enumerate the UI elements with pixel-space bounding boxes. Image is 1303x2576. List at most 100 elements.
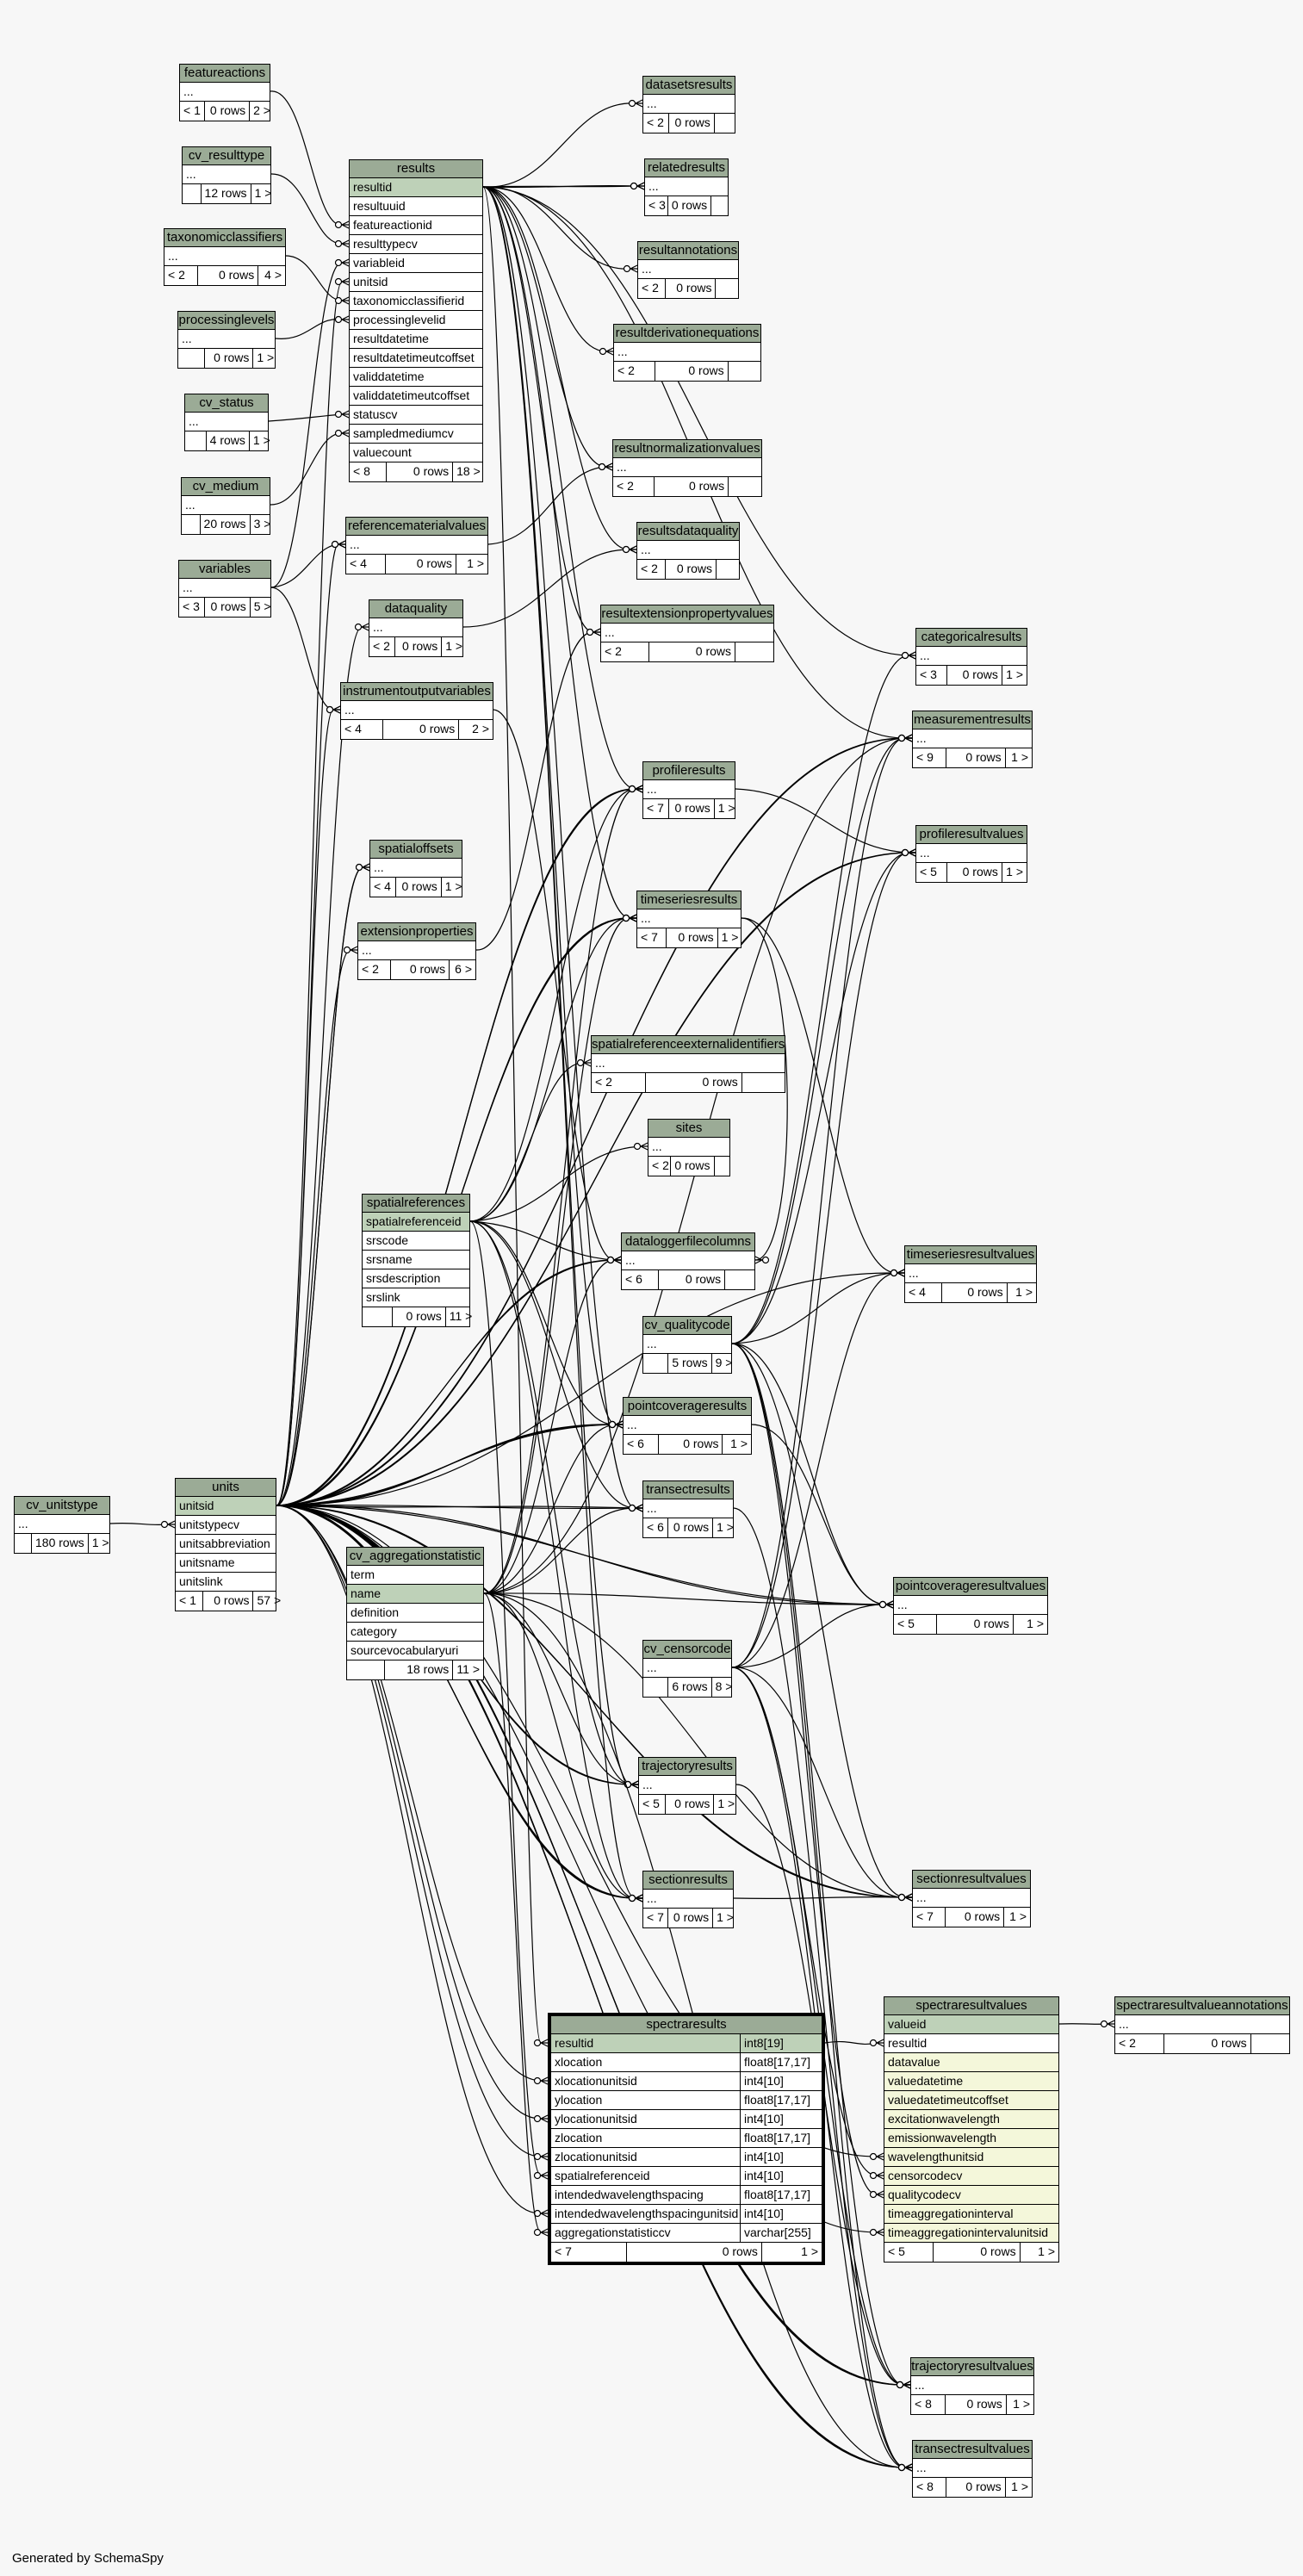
table-title[interactable]: variables (179, 561, 270, 579)
parent-count[interactable] (643, 1354, 668, 1373)
child-count[interactable]: 1 > (717, 1910, 734, 1924)
column-row[interactable]: spatialreferenceid (363, 1213, 469, 1232)
column-row[interactable]: valuecount (350, 444, 482, 462)
column-row[interactable]: valuedatetimeutcoffset (884, 2091, 1058, 2110)
column-row[interactable]: name (347, 1585, 483, 1604)
column-row[interactable]: ... (370, 859, 462, 878)
column-row[interactable]: ... (15, 1515, 109, 1534)
parent-count[interactable]: < 2 (638, 279, 667, 298)
parent-count[interactable]: < 2 (613, 477, 655, 496)
column-row[interactable]: ... (178, 330, 275, 349)
parent-count[interactable]: < 7 (913, 1908, 946, 1927)
child-count[interactable]: 1 > (257, 351, 275, 364)
table-title[interactable]: trajectoryresults (639, 1758, 735, 1776)
column-row[interactable]: ... (643, 1335, 731, 1354)
child-count[interactable]: 18 > (456, 464, 481, 478)
parent-count[interactable] (15, 1534, 32, 1553)
child-count[interactable]: 1 > (445, 639, 463, 653)
child-count[interactable]: 2 > (253, 103, 270, 117)
column-row[interactable]: unitsid (350, 273, 482, 292)
table-title[interactable]: relatedresults (645, 159, 728, 177)
child-count[interactable]: 1 > (1006, 865, 1023, 878)
child-count[interactable]: 1 > (1006, 667, 1023, 681)
column-row[interactable]: ... (638, 260, 738, 279)
column-row[interactable]: term (347, 1566, 483, 1585)
parent-count[interactable]: < 3 (916, 666, 947, 685)
table-title[interactable]: resultnormalizationvalues (613, 440, 761, 458)
parent-count[interactable]: < 9 (913, 748, 946, 767)
table-title[interactable]: spectraresultvalues (884, 1997, 1058, 2015)
table-title[interactable]: transectresultvalues (913, 2441, 1032, 2459)
parent-count[interactable]: < 1 (180, 102, 206, 121)
parent-count[interactable]: < 5 (639, 1795, 667, 1814)
column-row[interactable]: wavelengthunitsid (884, 2148, 1058, 2167)
table-title[interactable]: timeseriesresults (637, 891, 741, 909)
parent-count[interactable]: < 2 (369, 637, 396, 656)
parent-count[interactable]: < 8 (911, 2395, 946, 2414)
column-row[interactable]: resultid (884, 2034, 1058, 2053)
table-title[interactable]: cv_censorcode (643, 1641, 731, 1659)
parent-count[interactable] (183, 184, 202, 203)
column-row[interactable]: ... (346, 536, 487, 555)
column-row[interactable]: processinglevelid (350, 311, 482, 330)
table-title[interactable]: transectresults (643, 1481, 733, 1499)
table-title[interactable]: instrumentoutputvariables (341, 683, 493, 701)
child-count[interactable]: 1 > (1027, 1617, 1044, 1630)
column-row[interactable]: srslink (363, 1288, 469, 1307)
column-row[interactable]: valuedatetime (884, 2072, 1058, 2091)
column-row[interactable]: ... (643, 1499, 733, 1518)
column-row[interactable]: statuscv (350, 406, 482, 425)
child-count[interactable]: 1 > (721, 930, 739, 944)
column-row[interactable]: ... (341, 701, 493, 720)
table-title[interactable]: dataloggerfilecolumns (622, 1233, 754, 1251)
child-count[interactable]: 4 > (264, 268, 282, 282)
table-title[interactable]: pointcoverageresultvalues (894, 1578, 1047, 1596)
column-row[interactable]: unitslink (176, 1573, 276, 1592)
column-row[interactable]: timeaggregationinterval (884, 2205, 1058, 2224)
child-count[interactable]: 6 > (455, 962, 472, 976)
column-row[interactable]: sampledmediumcv (350, 425, 482, 444)
table-title[interactable]: timeseriesresultvalues (905, 1246, 1036, 1264)
column-row[interactable]: definition (347, 1604, 483, 1623)
column-row[interactable]: datavalue (884, 2053, 1058, 2072)
child-count[interactable]: 1 > (1013, 2397, 1030, 2411)
parent-count[interactable]: < 2 (648, 1157, 672, 1176)
table-title[interactable]: results (350, 160, 482, 178)
parent-count[interactable] (185, 431, 207, 450)
column-row[interactable]: category (347, 1623, 483, 1642)
parent-count[interactable]: < 1 (176, 1592, 204, 1611)
table-title[interactable]: sectionresultvalues (913, 1871, 1030, 1889)
parent-count[interactable] (643, 1678, 668, 1697)
parent-count[interactable]: < 2 (614, 362, 655, 381)
column-row[interactable]: resultdatetimeutcoffset (350, 349, 482, 368)
child-count[interactable]: 1 > (91, 1536, 109, 1549)
table-title[interactable]: cv_status (185, 394, 268, 413)
column-row[interactable]: ... (911, 2376, 1033, 2395)
column-row[interactable]: ... (645, 177, 728, 196)
child-count[interactable] (742, 1073, 785, 1092)
child-count[interactable]: 1 > (254, 186, 272, 200)
table-title[interactable]: cv_aggregationstatistic (347, 1548, 483, 1566)
child-count[interactable]: 5 > (253, 599, 271, 613)
child-count[interactable]: 1 > (1015, 1285, 1033, 1299)
child-count[interactable]: 3 > (253, 517, 271, 531)
